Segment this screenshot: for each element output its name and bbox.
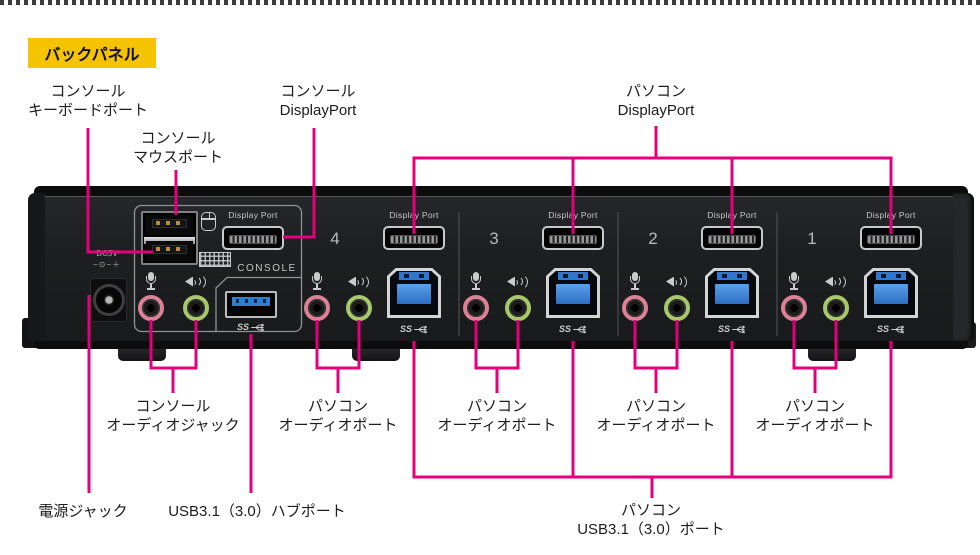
pc4-dp-label: Display Port [389, 210, 439, 220]
callout-console-audio: コンソールオーディオジャック [106, 398, 240, 434]
power-barrel [92, 284, 125, 316]
speaker-icon [825, 273, 847, 290]
mic-icon [629, 272, 641, 290]
pc2-dp-label: Display Port [707, 210, 757, 220]
rubber-foot [352, 348, 400, 361]
pc4-mic-jack [304, 295, 330, 321]
port-number: 1 [807, 229, 817, 248]
power-jack [90, 278, 127, 322]
mic-icon [470, 272, 482, 290]
back-panel-badge: バックパネル [28, 38, 156, 68]
device-right-side [953, 193, 974, 342]
speaker-icon [507, 273, 529, 290]
callout-pc1-audio: パソコンオーディオポート [755, 398, 875, 434]
pc1-dp-label: Display Port [866, 210, 916, 220]
callout-console-mouse: コンソールマウスポート [132, 130, 224, 166]
console-dp-label: Display Port [228, 210, 278, 220]
ss-usb-icon: SS [559, 324, 587, 334]
ss-usb-icon: SS [400, 324, 428, 334]
pc1-usb-b-port [864, 268, 918, 318]
pc1-mic-jack [781, 295, 807, 321]
mic-icon [311, 272, 323, 290]
pc4-usb-b-port [387, 268, 441, 318]
pc2-usb-b-port [705, 268, 759, 318]
pc2-speaker-jack [664, 295, 690, 321]
callout-power-jack: 電源ジャック [38, 503, 128, 520]
console-usb-stack [141, 211, 198, 265]
device-left-side [28, 193, 46, 342]
callout-pc4-audio: パソコンオーディオポート [278, 398, 398, 434]
port-number: 3 [489, 229, 499, 248]
ss-usb-icon: SS [718, 324, 746, 334]
callout-console-keyboard: コンソールキーボードポート [27, 83, 149, 119]
port-number: 2 [648, 229, 658, 248]
dotted-top-border [0, 0, 980, 5]
console-keyboard-port [146, 241, 193, 261]
dc5v-label: DC5V [96, 249, 118, 258]
console-mic-jack [138, 295, 164, 321]
callout-pc2-audio: パソコンオーディオポート [596, 398, 716, 434]
pc1-speaker-jack [823, 295, 849, 321]
pc3-mic-jack [463, 295, 489, 321]
pc3-usb-b-port [546, 268, 600, 318]
mic-icon [788, 272, 800, 290]
console-mouse-port [146, 215, 193, 235]
pc3-dp-label: Display Port [548, 210, 598, 220]
port-number: 4 [330, 229, 340, 248]
callout-pc3-audio: パソコンオーディオポート [437, 398, 557, 434]
speaker-icon [666, 273, 688, 290]
usb-hub-port [225, 291, 277, 318]
ss-usb-icon: SS [237, 322, 265, 332]
pc4-speaker-jack [346, 295, 372, 321]
pc1-displayport-connector [860, 226, 922, 250]
speaker-icon [185, 273, 207, 290]
callout-usb-hub: USB3.1（3.0）ハブポート [168, 503, 346, 520]
pc2-displayport-connector [701, 226, 763, 250]
pc3-displayport-connector [542, 226, 604, 250]
speaker-icon [348, 273, 370, 290]
pc3-speaker-jack [505, 295, 531, 321]
mic-icon [145, 272, 157, 290]
mouse-icon [201, 212, 216, 231]
console-section-label: CONSOLE [237, 263, 297, 274]
console-displayport-connector [222, 226, 284, 250]
console-speaker-jack [183, 295, 209, 321]
dc-polarity-symbol: −⊙−＋ [92, 260, 122, 269]
pc2-mic-jack [622, 295, 648, 321]
pc4-displayport-connector [383, 226, 445, 250]
keyboard-icon [199, 252, 231, 267]
ss-usb-icon: SS [877, 324, 905, 334]
